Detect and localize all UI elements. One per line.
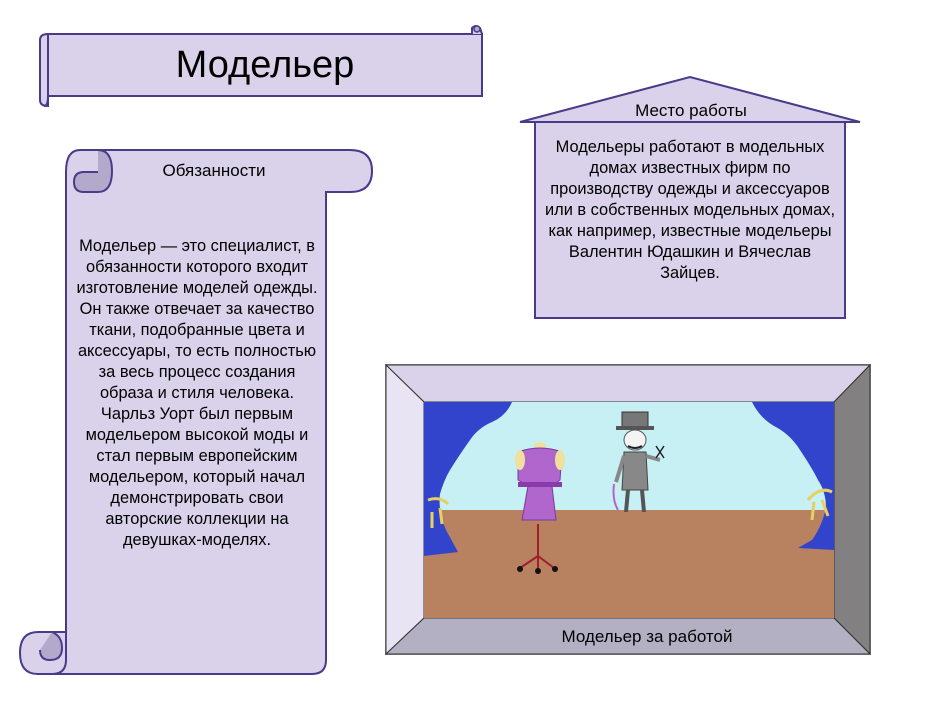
duties-scroll (18, 149, 374, 675)
duties-text: Модельер — это специалист, в обязанности… (76, 237, 318, 549)
right-curtain (752, 402, 834, 550)
title-banner (39, 25, 483, 108)
workplace-text: Модельеры работают в модельных домах изв… (544, 138, 836, 282)
dress-mannequin (515, 442, 565, 574)
page-title: Модельер (175, 43, 355, 86)
workplace-heading: Место работы (635, 101, 747, 120)
picture-caption: Модельер за работой (561, 627, 733, 646)
workplace-house (519, 75, 861, 319)
scene-illustration (424, 402, 834, 618)
designer-figure (612, 411, 665, 513)
duties-heading: Обязанности (162, 161, 266, 180)
left-curtain (424, 402, 512, 556)
